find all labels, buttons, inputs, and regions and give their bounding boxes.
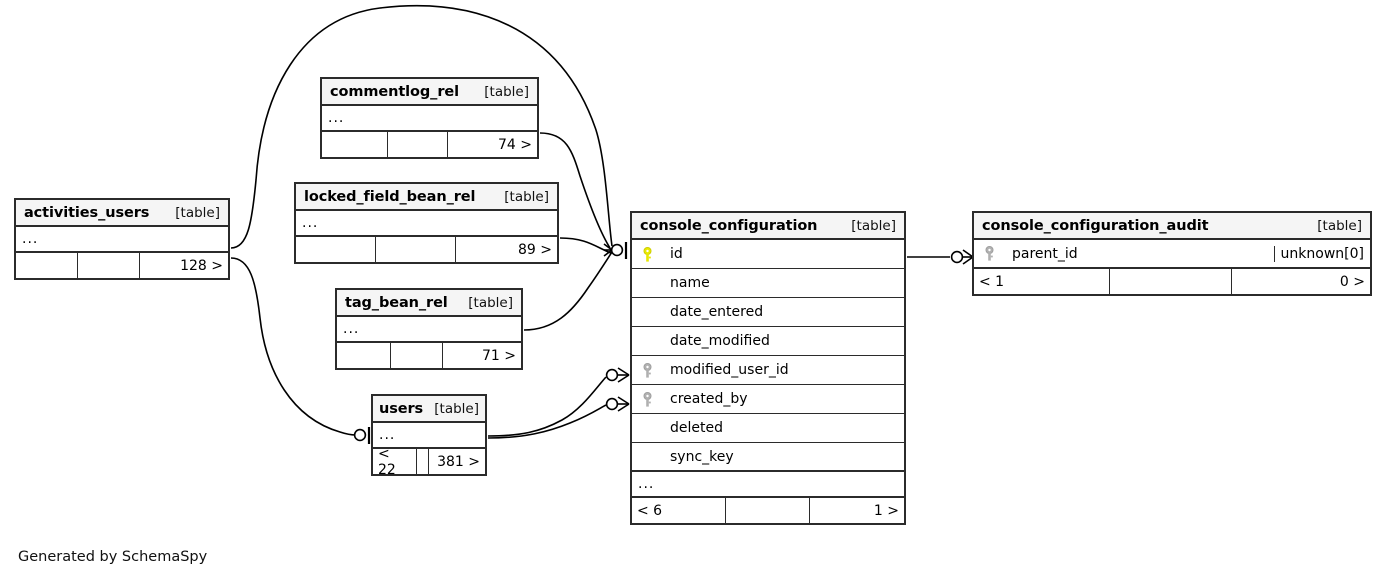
endpoint-circle-audit-parent-id (950, 250, 964, 264)
table-type-tag: [table] (434, 400, 479, 417)
column-name-label: modified_user_id (670, 362, 789, 378)
endpoint-circle-users-left (353, 428, 367, 442)
table-footer-row-users: < 22 381 > (373, 446, 485, 478)
table-title-commentlog-rel: commentlog_rel [table] (322, 79, 537, 106)
footer-middle-cell (78, 253, 140, 278)
edge-lockedfield-to-console (559, 237, 612, 254)
table-title-console-configuration-audit: console_configuration_audit [table] (974, 213, 1370, 240)
table-node-console-configuration[interactable]: console_configuration [table] id name da… (630, 211, 906, 525)
footer-child-count: 74 > (498, 136, 532, 153)
edge-users-to-created-by (487, 404, 607, 439)
column-row-name[interactable]: name (632, 269, 904, 298)
table-title-console-configuration: console_configuration [table] (632, 213, 904, 240)
table-type-tag: [table] (468, 294, 513, 311)
table-node-activities-users[interactable]: activities_users [table] ... 128 > (14, 198, 230, 280)
column-row-id[interactable]: id (632, 240, 904, 269)
column-row-parent-id[interactable]: parent_id unknown[0] (974, 240, 1370, 269)
column-row-date-entered[interactable]: date_entered (632, 298, 904, 327)
footer-child-count: 128 > (180, 257, 223, 274)
table-type-tag: [table] (484, 83, 529, 100)
column-row-modified-user-id[interactable]: modified_user_id (632, 356, 904, 385)
table-name-label: locked_field_bean_rel (304, 188, 476, 205)
crowfoot-console-id-cluster (603, 243, 613, 257)
column-name-label: deleted (670, 420, 723, 436)
footer-child-count: 89 > (518, 241, 552, 258)
footer-child-count: 0 > (1339, 273, 1365, 290)
crowfoot-created-by (617, 396, 630, 412)
table-footer-row-locked-field-bean-rel: 89 > (296, 237, 557, 262)
table-footer-row-commentlog-rel: 74 > (322, 132, 537, 157)
table-node-locked-field-bean-rel[interactable]: locked_field_bean_rel [table] ... 89 > (294, 182, 559, 264)
footer-parent-count: < 22 (373, 446, 417, 478)
column-name-label: id (670, 246, 683, 262)
table-name-label: users (379, 400, 424, 417)
footer-middle-cell (376, 237, 456, 262)
table-ellipsis-row: ... (337, 317, 521, 343)
foreign-key-icon (632, 362, 662, 378)
column-name-label: name (670, 275, 710, 291)
footer-middle-cell (388, 132, 448, 157)
endpoint-circle-created-by (605, 397, 619, 411)
column-name-label: date_entered (670, 304, 764, 320)
table-name-label: console_configuration_audit (982, 217, 1209, 234)
table-ellipsis-row: ... (296, 211, 557, 237)
crowfoot-modified-user-id (617, 367, 630, 383)
table-type-tag: [table] (504, 188, 549, 205)
column-name-label: sync_key (670, 448, 734, 465)
generated-by-caption: Generated by SchemaSpy (18, 549, 208, 565)
footer-parent-count: < 6 (632, 498, 726, 523)
footer-middle-cell (391, 343, 443, 368)
table-title-locked-field-bean-rel: locked_field_bean_rel [table] (296, 184, 557, 211)
primary-key-icon (632, 246, 662, 262)
table-footer-row-activities-users: 128 > (16, 253, 228, 278)
footer-middle-cell (726, 498, 810, 523)
footer-child-count: 1 > (873, 502, 899, 519)
foreign-key-icon (974, 246, 1004, 261)
footer-parent-count (322, 132, 388, 157)
table-footer-row-console-configuration: < 6 1 > (632, 498, 904, 523)
table-name-label: commentlog_rel (330, 83, 459, 100)
column-row-deleted[interactable]: deleted (632, 414, 904, 443)
table-name-label: console_configuration (640, 217, 818, 234)
column-row-date-modified[interactable]: date_modified (632, 327, 904, 356)
table-node-console-configuration-audit[interactable]: console_configuration_audit [table] pare… (972, 211, 1372, 296)
column-name-label: date_modified (670, 333, 770, 349)
endpoint-circle-modified-user-id (605, 368, 619, 382)
foreign-key-icon (632, 391, 662, 407)
table-name-label: activities_users (24, 204, 150, 221)
column-name-label: parent_id (1012, 245, 1078, 262)
table-node-users[interactable]: users [table] ... < 22 381 > (371, 394, 487, 478)
footer-child-count: 71 > (482, 347, 516, 364)
edge-users-to-modified-user-id (487, 376, 607, 437)
table-type-tag: [table] (175, 204, 220, 221)
table-footer-row-console-configuration-audit: < 1 0 > (974, 269, 1370, 294)
table-node-tag-bean-rel[interactable]: tag_bean_rel [table] ... 71 > (335, 288, 523, 370)
footer-middle-cell (417, 449, 429, 474)
column-row-sync-key[interactable]: sync_key (632, 443, 904, 472)
table-ellipsis-row: ... (373, 423, 485, 449)
table-title-users: users [table] (373, 396, 485, 423)
table-title-activities-users: activities_users [table] (16, 200, 228, 227)
footer-parent-count (337, 343, 391, 368)
table-title-tag-bean-rel: tag_bean_rel [table] (337, 290, 521, 317)
table-node-commentlog-rel[interactable]: commentlog_rel [table] ... 74 > (320, 77, 539, 159)
footer-parent-count: < 1 (974, 269, 1110, 294)
endpoint-circle-console-id (610, 243, 624, 257)
table-name-label: tag_bean_rel (345, 294, 448, 311)
table-footer-row-tag-bean-rel: 71 > (337, 343, 521, 368)
footer-child-count: 381 > (437, 453, 480, 470)
table-ellipsis-row: ... (16, 227, 228, 253)
footer-middle-cell (1110, 269, 1232, 294)
table-ellipsis-row: ... (322, 106, 537, 132)
footer-parent-count (296, 237, 376, 262)
column-name-label: created_by (670, 391, 748, 407)
column-type-label: unknown[0] (1273, 245, 1370, 262)
table-ellipsis-row: ... (632, 472, 904, 498)
table-type-tag: [table] (851, 217, 896, 234)
footer-parent-count (16, 253, 78, 278)
table-type-tag: [table] (1317, 217, 1362, 234)
column-row-created-by[interactable]: created_by (632, 385, 904, 414)
